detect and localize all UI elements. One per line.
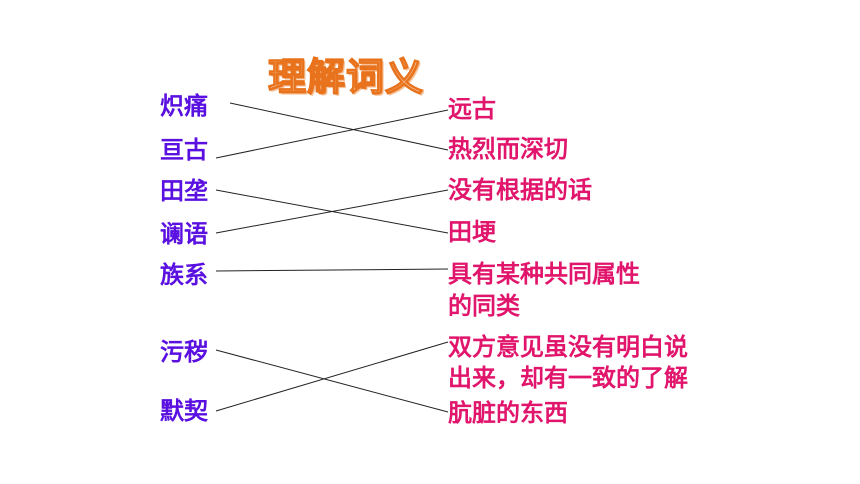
definition-moqi-2: 出来，却有一致的了解 (448, 364, 688, 392)
definition-genju: 没有根据的话 (448, 176, 592, 204)
definition-tonglei-2: 的同类 (448, 292, 520, 320)
term-lanyu: 谰语 (160, 220, 208, 248)
connector-line-lanyu (215, 189, 449, 234)
connector-line-moqi (215, 341, 449, 412)
connector-line-gengu (215, 109, 449, 159)
term-gengu: 亘古 (160, 136, 208, 164)
term-moqi: 默契 (160, 397, 208, 425)
connector-line-zuxi (215, 268, 449, 272)
term-zuxi: 族系 (160, 261, 208, 289)
definition-tonglei-1: 具有某种共同属性 (448, 260, 640, 288)
term-chitong: 炽痛 (160, 92, 208, 120)
definition-tiangeng: 田埂 (448, 218, 496, 246)
definition-angzang: 肮脏的东西 (448, 399, 568, 427)
term-wuhui: 污秽 (160, 338, 208, 366)
connector-line-wuhui (215, 349, 449, 413)
connector-line-chitong (229, 102, 449, 151)
definition-relie: 热烈而深切 (448, 135, 568, 163)
term-tianlong: 田垄 (160, 177, 208, 205)
slide-title: 理解词义 (267, 54, 425, 99)
definition-moqi-1: 双方意见虽没有明白说 (448, 333, 688, 361)
definition-yuangu: 远古 (448, 95, 496, 123)
